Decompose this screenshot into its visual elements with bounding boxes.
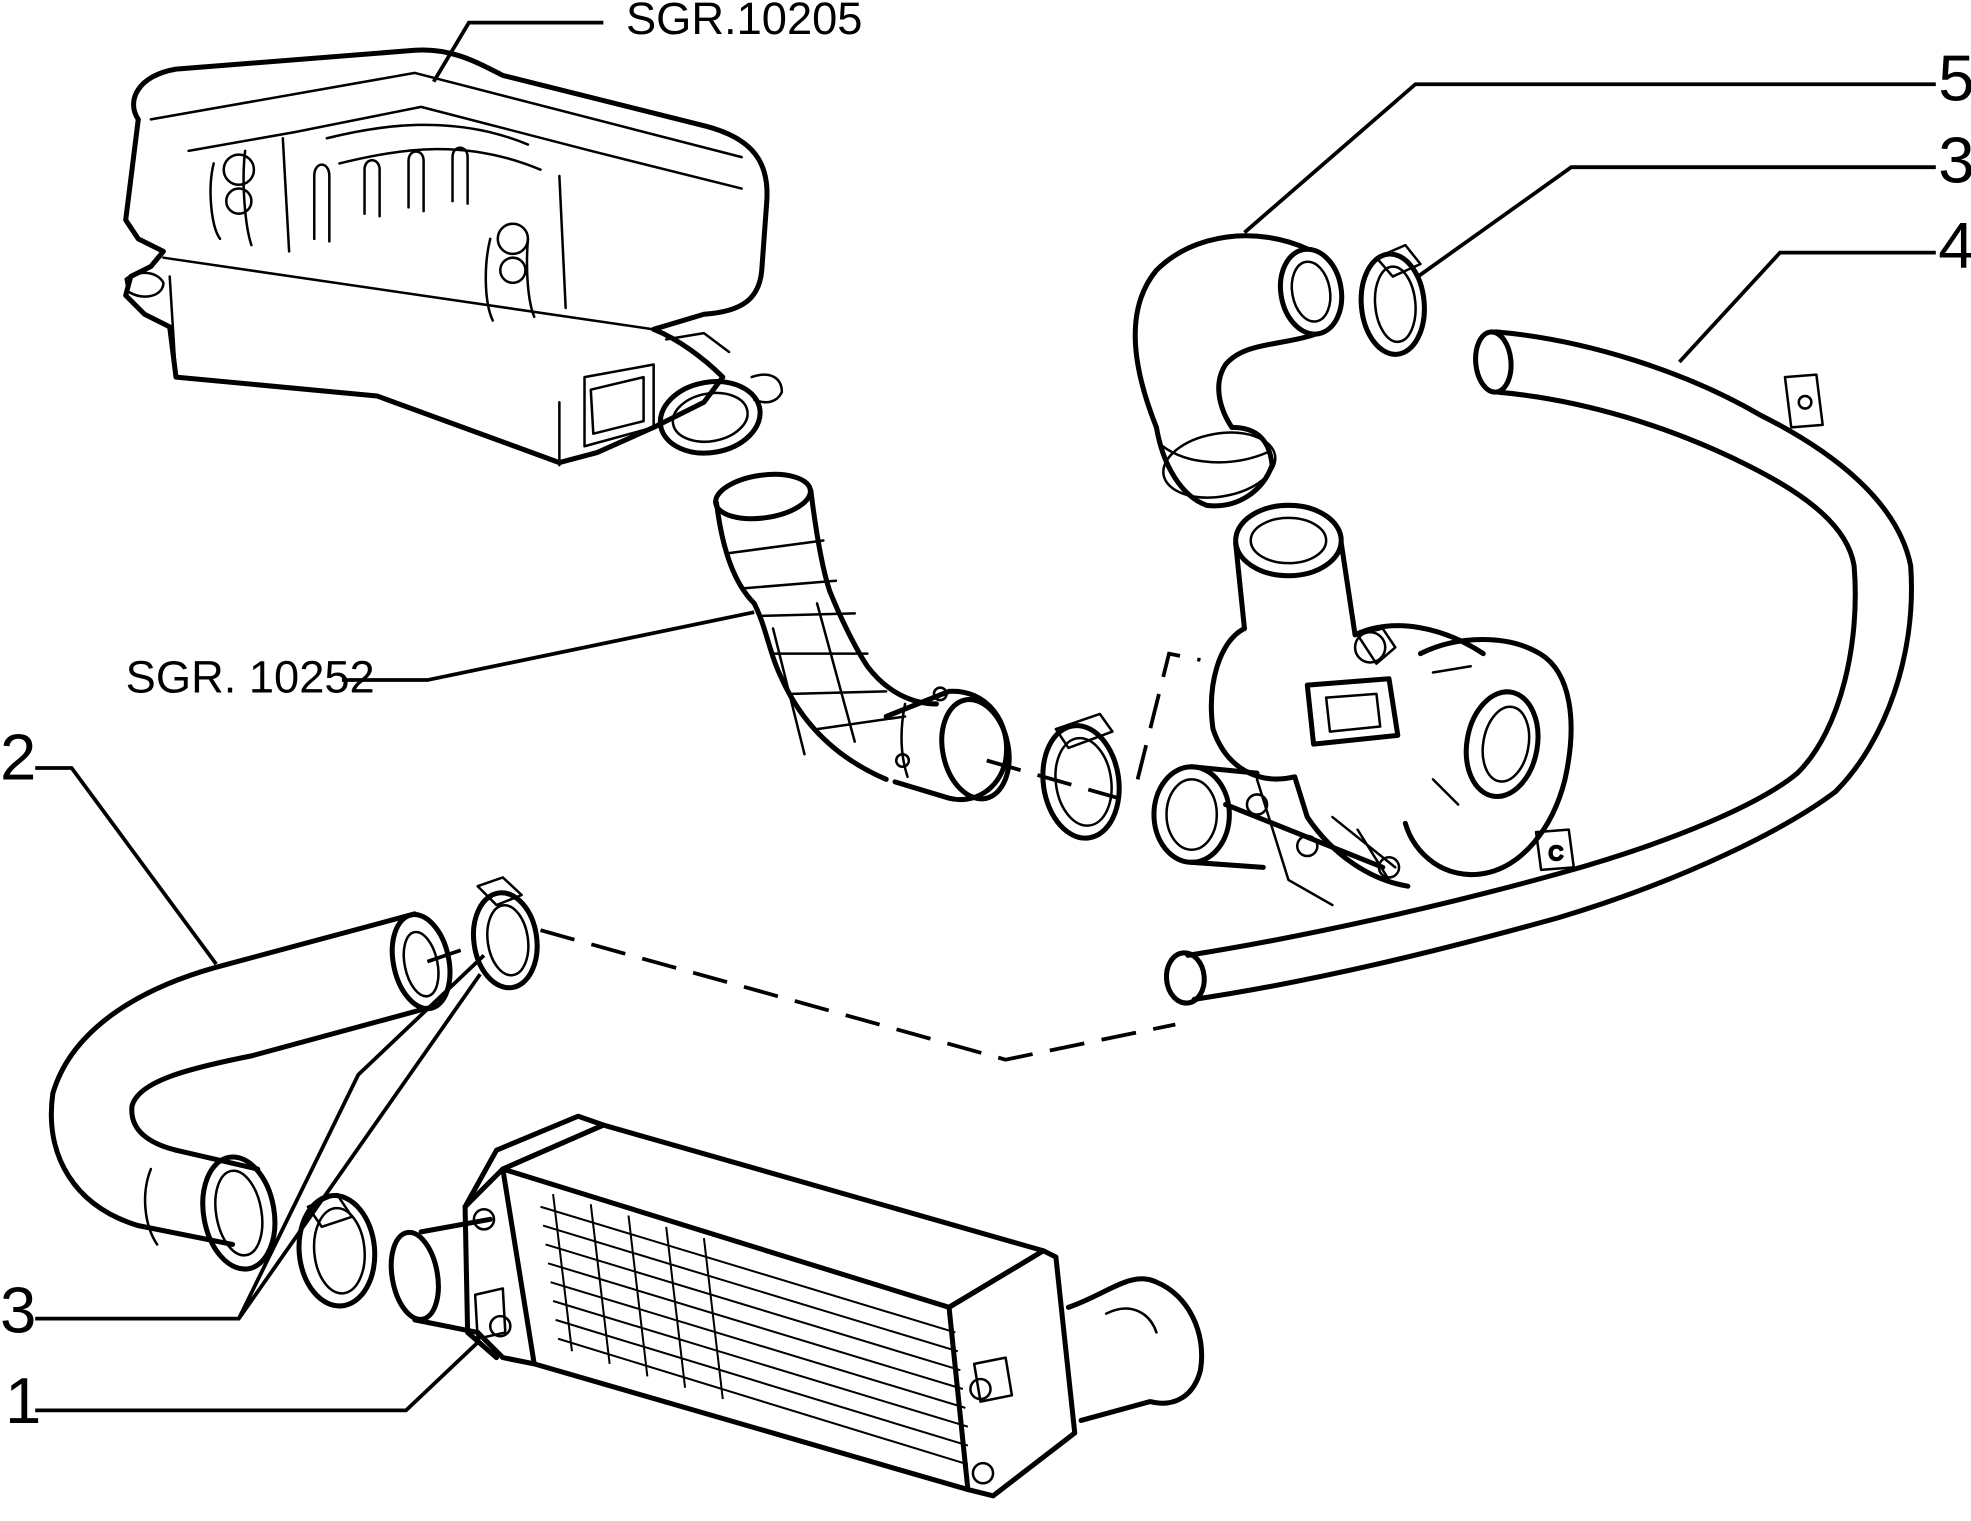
intake-duct-reference-label: SGR. 10252	[126, 652, 375, 703]
hose-clamp-3-upper	[1358, 243, 1427, 357]
hose-clamp-turbo-inlet	[1040, 712, 1122, 841]
hose-clamp-3-b	[296, 1192, 378, 1309]
hose-4: C	[1163, 329, 1914, 1006]
leader-3-right	[1416, 165, 1936, 279]
leader-2	[35, 766, 218, 966]
intercooler-core-grid	[540, 1194, 969, 1466]
leader-4	[1677, 250, 1936, 364]
callout-3-right: 3	[1938, 123, 1971, 196]
connection-dash-hose2-hose4	[540, 928, 1176, 1062]
leader-engine-ref	[432, 20, 604, 83]
leader-duct-ref	[341, 610, 755, 682]
callout-4: 4	[1938, 209, 1971, 282]
hose-5	[1132, 233, 1345, 509]
callout-5: 5	[1938, 42, 1971, 115]
leader-5	[1243, 82, 1936, 234]
leader-3-left	[35, 953, 486, 1321]
engine-reference-label: SGR.10205	[626, 0, 862, 44]
connection-dash-clamp-turbo	[1135, 651, 1201, 780]
intake-duct	[713, 471, 1012, 802]
leader-1	[35, 1341, 479, 1413]
connection-dash-hose2-clamp	[426, 943, 476, 964]
svg-text:C: C	[1549, 843, 1564, 865]
intercooler-1	[388, 1113, 1205, 1499]
callout-1: 1	[5, 1364, 41, 1437]
turbocharger	[1151, 502, 1574, 907]
connection-dash-duct-turbo	[986, 758, 1120, 801]
engine-assembly	[123, 47, 784, 467]
callout-2: 2	[0, 720, 36, 793]
callout-3-left: 3	[0, 1273, 36, 1346]
hose-clamp-3-a	[470, 876, 540, 991]
